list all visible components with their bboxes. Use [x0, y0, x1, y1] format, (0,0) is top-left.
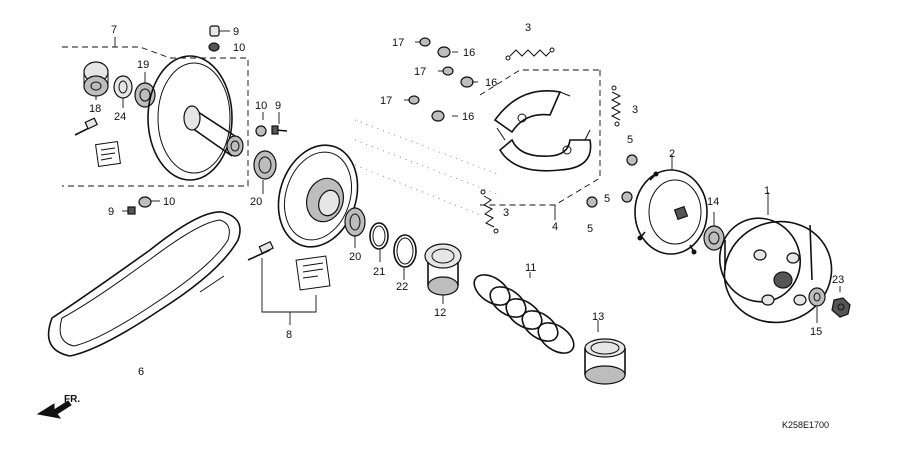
part-6-drive-belt: [47, 211, 241, 357]
callout-7: 7: [111, 24, 117, 36]
part-5-washer-3: [586, 196, 598, 208]
callout-16-3: 16: [462, 111, 474, 123]
callout-6: 6: [138, 366, 144, 378]
callout-9-lower: 9: [108, 206, 114, 218]
callout-5-2: 5: [604, 193, 610, 205]
part-9-bolt-mid: [271, 125, 288, 135]
callout-5-3: 5: [587, 223, 593, 235]
callout-24: 24: [114, 111, 126, 123]
callout-4: 4: [552, 221, 558, 233]
part-11-spring: [473, 274, 575, 354]
callout-16-1: 16: [463, 47, 475, 59]
callout-10-mid: 10: [255, 100, 267, 112]
alignment-dots: [354, 119, 501, 216]
grease-label-7: [95, 141, 121, 167]
part-7-driven-face: [147, 55, 244, 181]
part-5-washer-1: [626, 154, 638, 166]
callout-11: 11: [525, 262, 536, 274]
callout-15: 15: [810, 326, 822, 338]
part-10-cap-lower: [138, 196, 152, 208]
callout-leaders: [95, 41, 841, 332]
front-direction-label: FR.: [64, 394, 80, 405]
part-12-seal-collar: [424, 243, 462, 296]
part-8-movable-face: [277, 144, 359, 248]
callout-17-2: 17: [414, 66, 426, 78]
figure-code: K258E1700: [782, 420, 829, 430]
callout-10-lower: 10: [163, 196, 175, 208]
part-1-clutch-outer: [718, 217, 833, 324]
callout-17-3: 17: [380, 95, 392, 107]
callout-1: 1: [764, 185, 770, 197]
callout-3-right: 3: [632, 104, 638, 116]
part-3-spring-lower: [480, 189, 499, 234]
part-20-seal-lower: [344, 207, 366, 237]
front-direction-arrow-icon: [36, 400, 72, 419]
callout-3-lower: 3: [503, 207, 509, 219]
callout-14: 14: [707, 196, 719, 208]
callout-12: 12: [434, 307, 446, 319]
part-16-collar-1: [437, 46, 451, 58]
part-4-bracket: [479, 69, 601, 220]
callout-16-2: 16: [485, 77, 497, 89]
part-3-spring-top: [505, 47, 555, 61]
part-9-pin-top: [209, 25, 230, 37]
part-8-bracket: [261, 258, 317, 325]
part-10-cap-top: [208, 42, 220, 52]
part-16-collar-3: [431, 110, 445, 122]
callout-9-top: 9: [233, 26, 239, 38]
part-9-pin-lower: [127, 206, 136, 215]
callout-20-lower: 20: [349, 251, 361, 263]
callout-22: 22: [396, 281, 408, 293]
part-4-clutch-shoes: [493, 90, 592, 172]
part-10-nut-mid: [255, 125, 267, 137]
callout-8: 8: [286, 329, 292, 341]
part-24-seal: [113, 75, 133, 99]
part-15-washer: [808, 287, 826, 307]
part-14-oil-seal: [703, 225, 725, 251]
callout-18: 18: [89, 103, 101, 115]
callout-21: 21: [373, 266, 385, 278]
part-20-seal-upper: [253, 150, 277, 180]
part-17-clip-2: [442, 66, 454, 76]
part-17-clip-3: [408, 95, 420, 105]
callout-3-top: 3: [525, 22, 531, 34]
part-2-drive-plate: [634, 169, 708, 255]
callout-17-1: 17: [392, 37, 404, 49]
part-3-spring-right: [610, 85, 622, 127]
callout-5-1: 5: [627, 134, 633, 146]
grease-tube-8: [247, 240, 274, 261]
part-21-o-ring: [369, 222, 389, 250]
part-23-nut: [831, 297, 851, 318]
part-22-o-ring: [393, 234, 417, 268]
callout-2: 2: [669, 148, 675, 160]
part-16-collar-2: [460, 76, 474, 88]
callout-20-upper: 20: [250, 196, 262, 208]
part-19-oil-seal: [134, 82, 156, 108]
grease-label-8: [295, 255, 331, 291]
part-13-collar: [584, 338, 626, 385]
callout-9-mid: 9: [275, 100, 281, 112]
callout-10-top: 10: [233, 42, 245, 54]
assembly-7-bracket: [62, 37, 249, 187]
callout-19: 19: [137, 59, 149, 71]
callout-labels: 1 2 3 3 3 4 5 5 5 6 7 8 9 9 9 10 10 10 1…: [89, 22, 844, 378]
part-17-clip-1: [419, 37, 431, 47]
callout-23: 23: [832, 274, 844, 286]
part-18-bearing: [83, 61, 109, 97]
callout-13: 13: [592, 311, 604, 323]
grease-tube-7: [74, 117, 99, 136]
part-5-washer-2: [621, 191, 633, 203]
